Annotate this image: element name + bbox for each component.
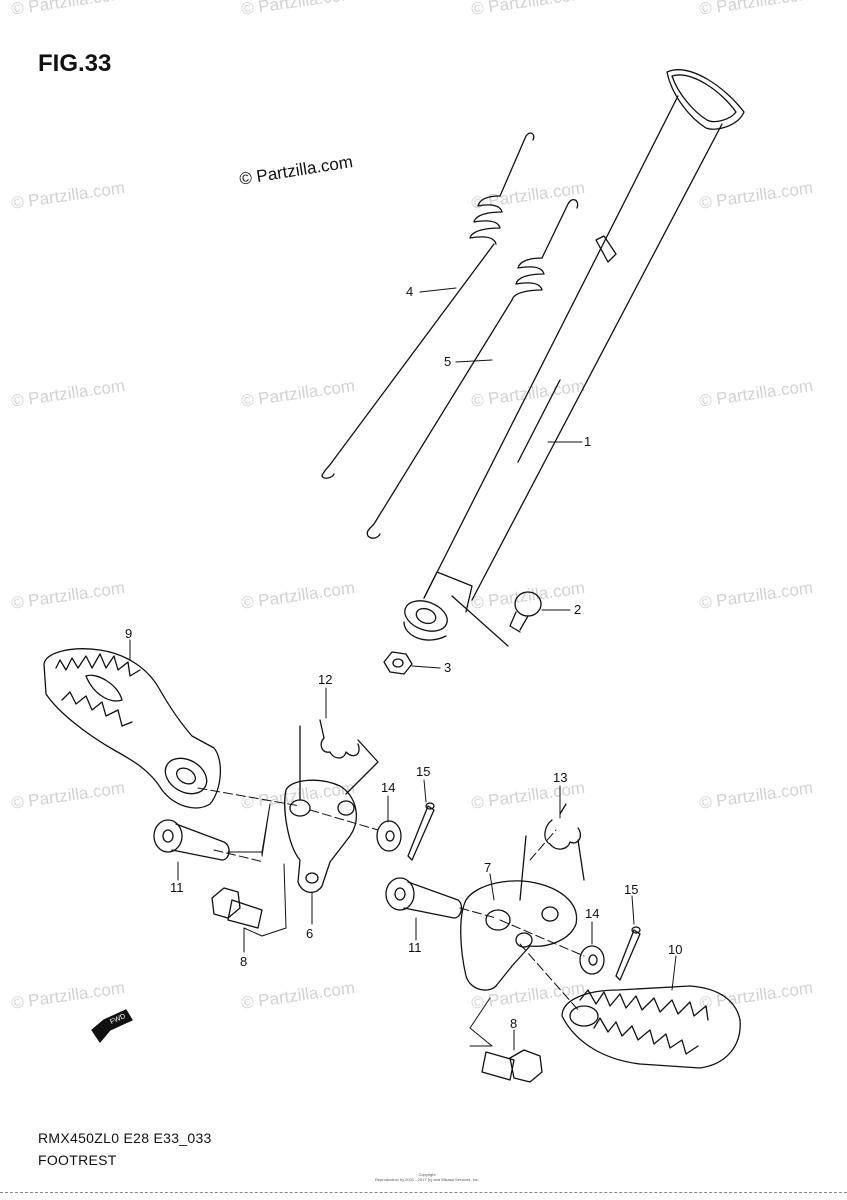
spring-13 bbox=[519, 803, 585, 901]
fine-print-line: Copyright bbox=[418, 1172, 436, 1177]
bracket-right bbox=[460, 880, 578, 991]
callout-13: 13 bbox=[553, 770, 568, 785]
callout-6: 6 bbox=[306, 926, 314, 941]
callout-8-left: 8 bbox=[240, 954, 248, 969]
forward-direction-icon bbox=[91, 1009, 133, 1043]
callout-12: 12 bbox=[318, 672, 333, 687]
model-code: RMX450ZL0 E28 E33_033 bbox=[38, 1130, 212, 1146]
washer-right bbox=[579, 945, 605, 975]
callout-7: 7 bbox=[484, 860, 492, 875]
fine-print-line: Reproduction by 2001 - 2017 (c) and Mika… bbox=[374, 1177, 480, 1182]
callout-2: 2 bbox=[574, 602, 582, 617]
side-stand bbox=[403, 69, 745, 641]
bottom-rule bbox=[0, 1192, 847, 1193]
washer-left bbox=[376, 820, 402, 852]
pin-left bbox=[153, 819, 230, 861]
callout-10: 10 bbox=[668, 942, 683, 957]
callout-15-left: 15 bbox=[416, 764, 431, 779]
callout-8-right: 8 bbox=[510, 1016, 518, 1031]
footrest-left bbox=[43, 648, 222, 809]
spring-12 bbox=[299, 719, 379, 801]
spring-5 bbox=[366, 199, 579, 539]
callout-3: 3 bbox=[444, 660, 452, 675]
leader-lines bbox=[129, 287, 677, 1051]
callout-1: 1 bbox=[584, 434, 592, 449]
callout-14-left: 14 bbox=[381, 780, 396, 795]
figure-title: FIG.33 bbox=[38, 50, 112, 77]
callout-11-right: 11 bbox=[408, 940, 422, 955]
fine-print: Copyright Reproduction by 2001 - 2017 (c… bbox=[372, 1172, 482, 1182]
bolt-left bbox=[211, 887, 263, 929]
alignment-lines bbox=[197, 787, 585, 1013]
callout-4: 4 bbox=[406, 284, 414, 299]
nut-3 bbox=[383, 651, 413, 675]
footrest-right bbox=[561, 985, 741, 1069]
bracket-left bbox=[284, 779, 357, 893]
bolt-right bbox=[481, 1049, 543, 1083]
cotter-pin-left bbox=[407, 802, 435, 861]
callout-9: 9 bbox=[125, 626, 133, 641]
pin-right bbox=[385, 877, 463, 919]
callout-5: 5 bbox=[444, 354, 452, 369]
callout-14-right: 14 bbox=[585, 906, 600, 921]
callout-15-right: 15 bbox=[624, 882, 639, 897]
spring-4 bbox=[321, 132, 535, 479]
bolt-2 bbox=[451, 591, 542, 647]
cotter-pin-right bbox=[615, 926, 641, 981]
section-name: FOOTREST bbox=[38, 1152, 117, 1168]
callout-11-left: 11 bbox=[170, 880, 184, 895]
